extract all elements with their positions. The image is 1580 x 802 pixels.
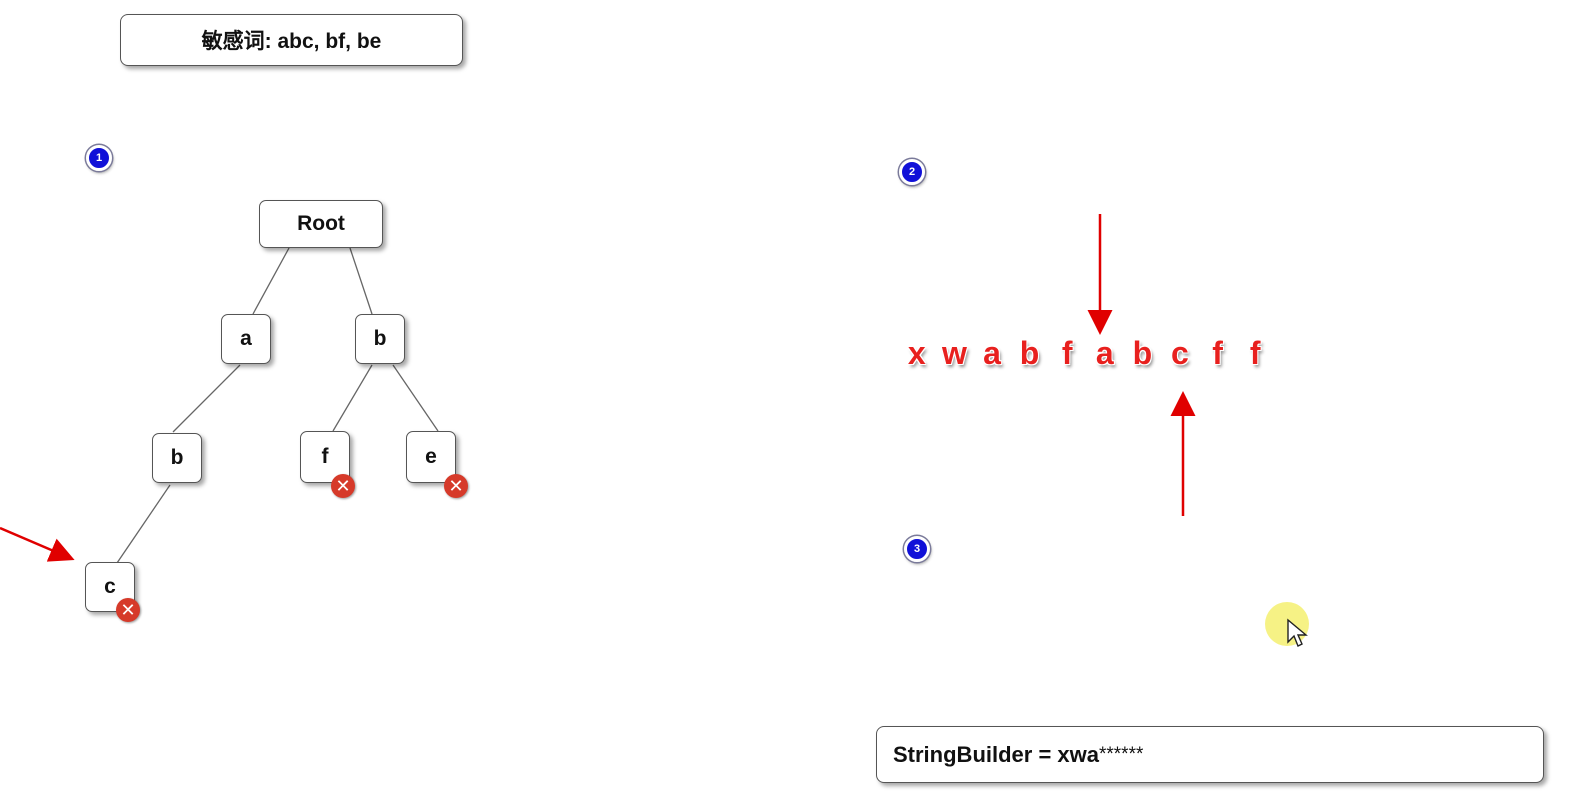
seq-char: a (1095, 335, 1114, 371)
stringbuilder-label: StringBuilder = xwa (893, 741, 1099, 767)
edge-b-f (332, 364, 373, 432)
seq-char: b (1132, 335, 1153, 371)
edge-b-e (392, 364, 439, 432)
seq-char: w (941, 335, 967, 371)
edge-b-c (116, 484, 171, 564)
input-char-sequence: x w a b f a b c f f (898, 335, 1274, 379)
tree-node-c: c (85, 562, 135, 612)
stringbuilder-output: StringBuilder = xwa****** (876, 726, 1544, 783)
seq-char: c (1171, 335, 1189, 371)
edge-root-b (349, 247, 373, 315)
tree-node-e: e (406, 431, 456, 483)
tree-node-a: a (221, 314, 271, 364)
close-x-icon: ✕ (116, 598, 140, 622)
seq-char: f (1212, 335, 1223, 371)
step-badge-1: 1 (86, 145, 112, 171)
tree-node-b-right: b (355, 314, 405, 364)
arrow-pointer-icon (0, 526, 75, 562)
tree-node-root: Root (259, 200, 383, 248)
tree-node-f: f (300, 431, 350, 483)
close-x-icon: ✕ (331, 474, 355, 498)
sensitive-words-title: 敏感词: abc, bf, be (120, 14, 463, 66)
seq-char: a (983, 335, 1001, 371)
edge-root-a (252, 247, 290, 315)
close-x-icon: ✕ (444, 474, 468, 498)
cursor-highlight (1265, 602, 1309, 646)
stringbuilder-stars: ****** (1099, 743, 1144, 765)
seq-char: f (1061, 335, 1073, 371)
mouse-cursor-icon (1287, 618, 1308, 647)
edge-a-b (172, 364, 241, 433)
step-badge-3: 3 (904, 536, 930, 562)
seq-char: b (1019, 335, 1040, 371)
step-badge-2: 2 (899, 159, 925, 185)
tree-node-b-left: b (152, 433, 202, 483)
seq-char: x (907, 335, 926, 371)
seq-char: f (1249, 335, 1261, 371)
